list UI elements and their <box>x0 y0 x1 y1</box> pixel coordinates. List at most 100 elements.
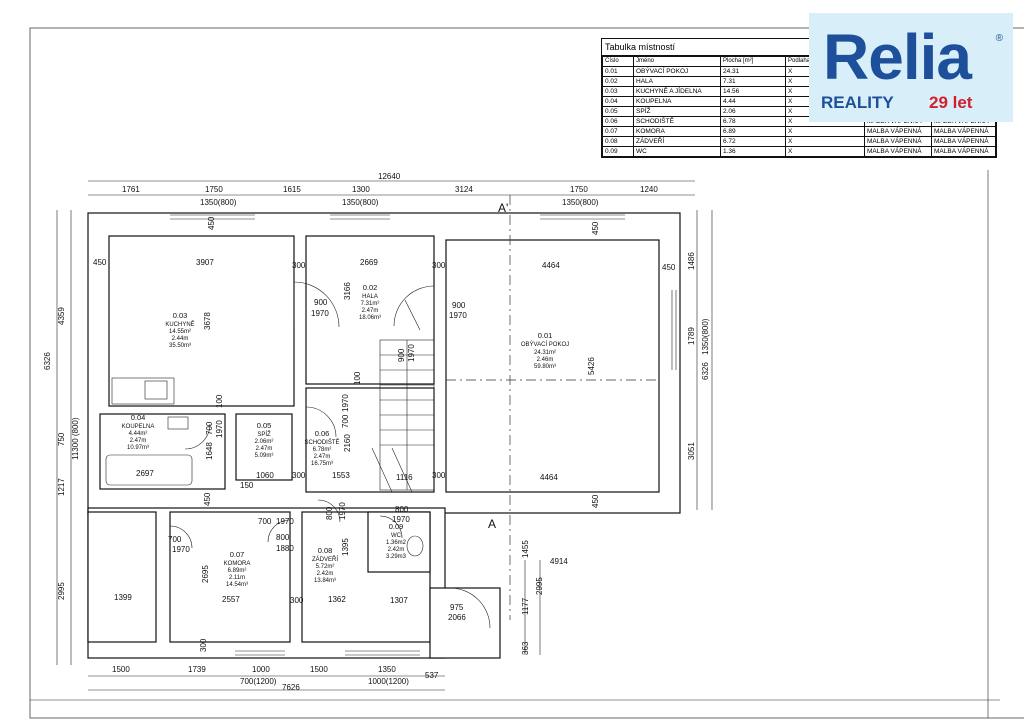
svg-text:1970: 1970 <box>449 311 467 320</box>
svg-text:0.01: 0.01 <box>538 331 553 340</box>
svg-text:1970: 1970 <box>392 515 410 524</box>
table-cell-name: HALA <box>633 76 721 87</box>
room-label-09: 0.09 WC 1.36m2 2.42m 3.29m3 <box>386 522 407 560</box>
svg-text:59.80m³: 59.80m³ <box>534 364 556 370</box>
svg-text:1970: 1970 <box>341 394 350 412</box>
table-cell-no: 0.08 <box>602 136 634 147</box>
svg-text:1.36m2: 1.36m2 <box>386 540 407 546</box>
svg-text:1648: 1648 <box>205 442 214 460</box>
svg-text:300: 300 <box>290 596 304 605</box>
svg-text:4.44m²: 4.44m² <box>129 431 148 437</box>
svg-text:11300 (800): 11300 (800) <box>71 417 80 460</box>
svg-text:10.97m³: 10.97m³ <box>127 445 149 451</box>
walls <box>87 212 681 659</box>
svg-text:2.11m: 2.11m <box>229 575 245 581</box>
left-dimensions: 4359 6326 750 1217 2995 11300 (800) <box>43 307 80 600</box>
svg-text:2557: 2557 <box>222 595 240 604</box>
svg-text:100: 100 <box>215 394 224 408</box>
table-cell-f2: MALBA VÁPENNÁ <box>931 126 996 137</box>
bathtub-icon <box>105 454 193 486</box>
svg-text:1615: 1615 <box>283 185 301 194</box>
svg-text:3051: 3051 <box>687 442 696 460</box>
svg-text:1307: 1307 <box>390 596 408 605</box>
table-cell-area: 6.72 <box>720 136 786 147</box>
room-label-05: 0.05 SPÍŽ 2.06m² 2.47m 5.09m³ <box>255 421 274 459</box>
header-name: Jméno <box>633 56 721 67</box>
top-dimensions: 12640 1761 1750 1615 1300 3124 1750 1240… <box>122 172 658 207</box>
table-cell-area: 7.31 <box>720 76 786 87</box>
svg-text:700: 700 <box>341 414 350 428</box>
room-label-03: 0.03 KUCHYNĚ 14.55m² 2.44m 35.50m³ <box>165 311 194 349</box>
room-label-07: 0.07 KOMORA 6.89m² 2.11m 14.54m³ <box>224 550 251 588</box>
svg-text:1553: 1553 <box>332 471 350 480</box>
table-cell-no: 0.01 <box>602 66 634 77</box>
svg-text:150: 150 <box>240 481 254 490</box>
svg-text:4464: 4464 <box>542 261 560 270</box>
svg-text:300: 300 <box>292 261 306 270</box>
svg-text:2.46m: 2.46m <box>537 357 554 363</box>
table-cell-area: 1.36 <box>720 146 786 157</box>
svg-text:1177: 1177 <box>521 597 530 615</box>
header-area: Plocha [m²] <box>720 56 786 67</box>
svg-text:0.03: 0.03 <box>173 311 188 320</box>
svg-text:1395: 1395 <box>341 538 350 556</box>
svg-text:14.54m³: 14.54m³ <box>226 582 248 588</box>
svg-text:OBÝVACÍ POKOJ: OBÝVACÍ POKOJ <box>521 341 569 348</box>
svg-text:1350(800): 1350(800) <box>701 318 710 355</box>
svg-text:1240: 1240 <box>640 185 658 194</box>
svg-text:1739: 1739 <box>188 665 206 674</box>
table-cell-name: ZÁDVEŘÍ <box>633 136 721 147</box>
svg-text:4464: 4464 <box>540 473 558 482</box>
logo-brand: Relia <box>823 21 972 93</box>
logo-registered: ® <box>995 33 1003 44</box>
interior-dimensions: 3907 2669 4464 4464 450 450 450 450 450 … <box>93 216 676 655</box>
svg-text:1789: 1789 <box>687 327 696 345</box>
table-cell-no: 0.03 <box>602 86 634 97</box>
right-dimensions: 1486 1789 1350(800) 6326 3051 <box>687 252 710 460</box>
table-cell-no: 0.09 <box>602 146 634 157</box>
svg-text:750: 750 <box>57 432 66 446</box>
svg-text:363: 363 <box>521 641 530 655</box>
room-label-08: 0.08 ZÁDVEŘÍ 5.72m² 2.42m 13.84m³ <box>312 546 338 584</box>
svg-text:2.47m: 2.47m <box>362 308 379 314</box>
bottom-dimensions: 1500 1739 1000 1500 1350 537 700(1200) 1… <box>112 665 439 692</box>
svg-text:0.08: 0.08 <box>318 546 333 555</box>
table-cell-name: SCHODIŠTĚ <box>633 116 721 127</box>
svg-text:0.06: 0.06 <box>315 429 330 438</box>
svg-text:6326: 6326 <box>43 352 52 370</box>
svg-text:7.31m²: 7.31m² <box>361 301 380 307</box>
svg-text:2995: 2995 <box>535 577 544 595</box>
table-cell-f2: MALBA VÁPENNÁ <box>931 146 996 157</box>
svg-text:2669: 2669 <box>360 258 378 267</box>
dimension-lines <box>56 180 713 691</box>
svg-text:3.29m3: 3.29m3 <box>386 554 407 560</box>
svg-text:3166: 3166 <box>343 282 352 300</box>
svg-text:900: 900 <box>397 348 406 362</box>
svg-text:1116: 1116 <box>396 473 413 482</box>
table-cell-area: 2.06 <box>720 106 786 117</box>
svg-text:1880: 1880 <box>276 544 294 553</box>
svg-text:1217: 1217 <box>57 478 66 496</box>
svg-text:1350(800): 1350(800) <box>200 198 237 207</box>
svg-text:300: 300 <box>432 261 446 270</box>
room-label-01: 0.01 OBÝVACÍ POKOJ 24.31m² 2.46m 59.80m³ <box>521 331 569 370</box>
svg-text:13.84m³: 13.84m³ <box>314 578 336 584</box>
staircase <box>371 299 435 493</box>
toilet-icon <box>406 535 424 557</box>
table-cell-area: 6.89 <box>720 126 786 137</box>
section-marker: A <box>488 517 496 531</box>
svg-text:1970: 1970 <box>172 545 190 554</box>
svg-text:12640: 12640 <box>378 172 401 181</box>
table-cell-area: 24.31 <box>720 66 786 77</box>
svg-text:537: 537 <box>425 671 439 680</box>
table-cell-name: WC <box>633 146 721 157</box>
svg-text:1350(800): 1350(800) <box>342 198 379 207</box>
svg-text:0.04: 0.04 <box>131 413 146 422</box>
svg-text:WC: WC <box>391 533 402 539</box>
logo-subtitle: REALITY <box>821 93 894 112</box>
relia-logo: Relia ® REALITY 29 let <box>809 13 1013 122</box>
svg-text:2995: 2995 <box>57 582 66 600</box>
svg-text:3124: 3124 <box>455 185 473 194</box>
